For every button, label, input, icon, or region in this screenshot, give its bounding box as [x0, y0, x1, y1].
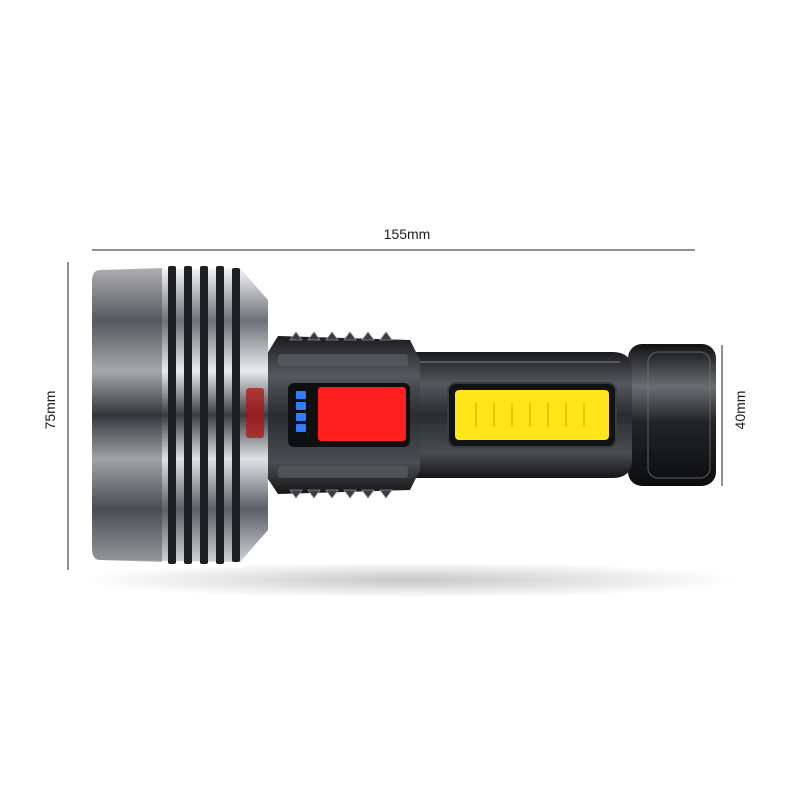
red-light: [318, 387, 406, 441]
cob-light: [455, 390, 609, 440]
neck-grip-teeth: [289, 331, 393, 499]
tail-cap: [628, 344, 716, 486]
dimension-width-label: 40mm: [732, 390, 748, 430]
cooling-fins: [168, 266, 240, 564]
floor-shadow: [80, 562, 740, 598]
flashlight-illustration: [92, 266, 716, 564]
dimension-height-label: 75mm: [42, 390, 58, 430]
battery-indicator: [296, 391, 306, 432]
cob-led-segments: [475, 403, 585, 427]
red-reflection: [246, 388, 264, 438]
dimension-length-label: 155mm: [383, 226, 431, 242]
